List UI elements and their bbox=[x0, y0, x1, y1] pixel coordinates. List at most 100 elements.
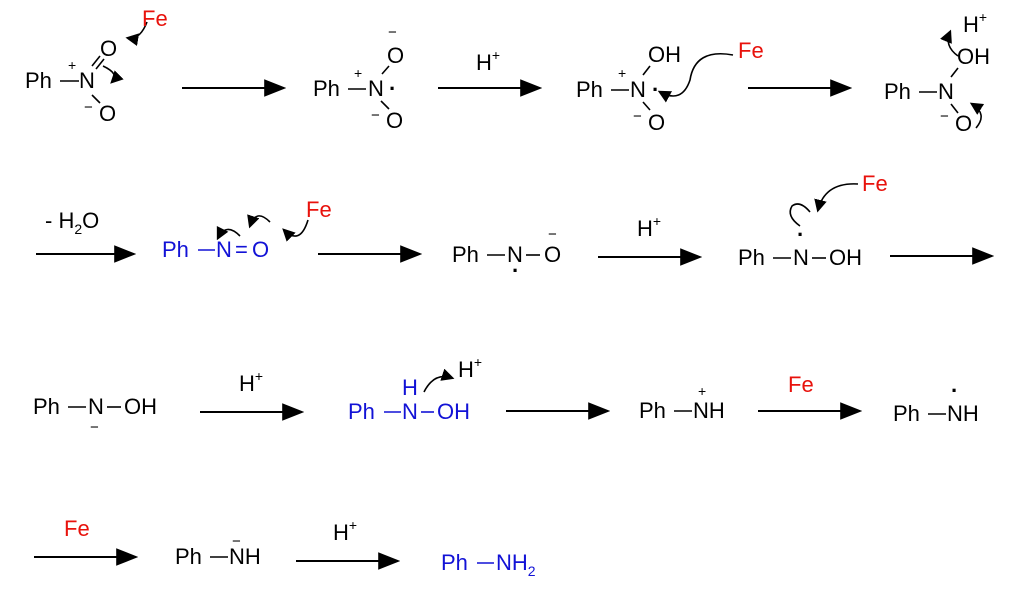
o-atom: O bbox=[648, 110, 665, 135]
electron-arrow bbox=[940, 29, 959, 57]
o-atom: O bbox=[100, 36, 117, 61]
n-atom: N bbox=[216, 237, 232, 262]
o-atom: O bbox=[99, 101, 116, 126]
minus-charge: − bbox=[232, 533, 241, 550]
nh-group: NH bbox=[229, 544, 261, 569]
bond bbox=[381, 65, 390, 75]
o-atom: O bbox=[252, 237, 269, 262]
proton-label: H+ bbox=[239, 368, 263, 396]
h-atom: H bbox=[402, 375, 418, 400]
electron-arrow bbox=[216, 225, 241, 241]
fe-label: Fe bbox=[306, 197, 332, 222]
bond bbox=[642, 101, 651, 111]
radical-dot: · bbox=[389, 76, 396, 101]
species-hydroxylamine-anion: Ph N − OH bbox=[33, 394, 157, 436]
n-atom: N bbox=[507, 242, 523, 267]
ph-label: Ph bbox=[738, 245, 765, 270]
nh-group: NH bbox=[947, 401, 979, 426]
plus-charge: + bbox=[68, 57, 76, 73]
ph-label: Ph bbox=[25, 68, 52, 93]
proton-label: H+ bbox=[476, 47, 500, 75]
species-nitrenium: Ph + NH bbox=[639, 383, 725, 423]
fe-label: Fe bbox=[142, 6, 168, 31]
fe-label: Fe bbox=[64, 516, 90, 541]
ph-label: Ph bbox=[348, 399, 375, 424]
oh-group: OH bbox=[648, 42, 681, 67]
species-nitrosobenzene: Ph N = O Fe bbox=[162, 197, 332, 262]
proton-label: H+ bbox=[458, 354, 482, 382]
species-aniline: Ph NH2 bbox=[441, 550, 536, 579]
electron-arrow bbox=[423, 368, 455, 393]
water-loss-label: - H2O bbox=[45, 208, 99, 237]
bond bbox=[380, 100, 390, 110]
n-atom: N bbox=[79, 68, 95, 93]
ph-label: Ph bbox=[175, 544, 202, 569]
radical-dot: · bbox=[512, 258, 519, 283]
minus-charge: − bbox=[371, 107, 380, 124]
o-atom: O bbox=[544, 242, 561, 267]
ph-label: Ph bbox=[639, 398, 666, 423]
o-atom: O bbox=[387, 43, 404, 68]
radical-dot: · bbox=[797, 222, 804, 247]
ph-label: Ph bbox=[33, 394, 60, 419]
bond bbox=[950, 67, 959, 78]
bond bbox=[642, 65, 651, 76]
electron-arrow bbox=[657, 53, 734, 103]
o-atom: O bbox=[386, 108, 403, 133]
radical-dot: · bbox=[652, 77, 659, 102]
radical-dot: · bbox=[951, 378, 958, 403]
electron-arrow bbox=[789, 203, 811, 227]
n-atom: N bbox=[402, 399, 418, 424]
ph-label: Ph bbox=[313, 76, 340, 101]
minus-charge: − bbox=[633, 108, 642, 125]
ph-label: Ph bbox=[893, 401, 920, 426]
electron-arrow bbox=[102, 65, 124, 84]
species-nitro-radical-anion: Ph + N − O · − O bbox=[313, 24, 404, 133]
ph-label: Ph bbox=[441, 550, 468, 575]
minus-charge: − bbox=[90, 419, 99, 436]
ph-label: Ph bbox=[162, 237, 189, 262]
o-atom: O bbox=[955, 111, 972, 136]
electron-arrow bbox=[282, 219, 309, 242]
electron-arrow bbox=[125, 21, 148, 46]
species-hydroxylamine-radical: Ph N · OH Fe bbox=[738, 171, 888, 270]
n-atom: N bbox=[793, 245, 809, 270]
minus-charge: − bbox=[548, 226, 557, 243]
species-phenylhydroxylamine: Ph H N OH H+ bbox=[348, 354, 482, 424]
fe-label: Fe bbox=[862, 171, 888, 196]
minus-charge: − bbox=[388, 24, 397, 41]
oh-group: OH bbox=[437, 399, 470, 424]
electron-arrow bbox=[814, 183, 859, 213]
electron-arrow bbox=[969, 102, 985, 129]
oh-group: OH bbox=[957, 44, 990, 69]
oh-group: OH bbox=[829, 245, 862, 270]
n-atom: N bbox=[368, 76, 384, 101]
bond bbox=[95, 58, 105, 70]
bond bbox=[950, 103, 959, 114]
proton-label: H+ bbox=[637, 213, 661, 241]
minus-charge: − bbox=[940, 108, 949, 125]
minus-charge: − bbox=[84, 99, 93, 116]
bond bbox=[91, 55, 101, 67]
proton-label: H+ bbox=[333, 517, 357, 545]
plus-charge: + bbox=[354, 65, 362, 81]
ph-label: Ph bbox=[576, 77, 603, 102]
n-atom: N bbox=[938, 79, 954, 104]
nh2-group: NH2 bbox=[496, 550, 536, 579]
n-atom: N bbox=[88, 394, 104, 419]
species-protonated-radical: Ph + N OH · − O Fe bbox=[576, 38, 764, 135]
plus-charge: + bbox=[618, 65, 626, 81]
fe-label: Fe bbox=[788, 372, 814, 397]
species-aminyl-radical: Ph · NH bbox=[893, 378, 979, 426]
species-hydroxy-anion: Ph N OH − O H+ bbox=[884, 9, 990, 136]
nh-group: NH bbox=[693, 398, 725, 423]
proton-label: H+ bbox=[963, 9, 987, 37]
plus-charge: + bbox=[698, 383, 706, 399]
species-nitrobenzene: Ph + N O − O Fe bbox=[25, 6, 168, 126]
fe-label: Fe bbox=[738, 38, 764, 63]
n-atom: N bbox=[630, 77, 646, 102]
bond bbox=[91, 94, 101, 104]
species-nitroxide-anion: Ph N · − O bbox=[452, 226, 561, 283]
electron-arrow bbox=[247, 214, 271, 229]
